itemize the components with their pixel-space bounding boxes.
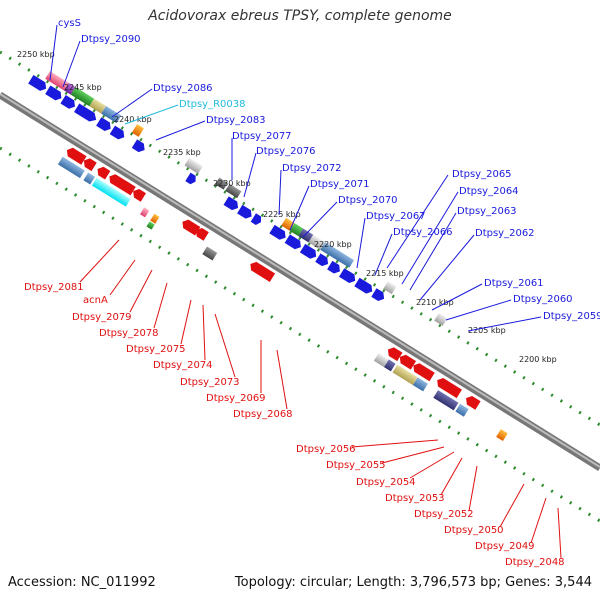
forward-gene-leaders xyxy=(49,24,542,332)
gene-label[interactable]: Dtpsy_2054 xyxy=(356,477,416,488)
map-title: Acidovorax ebreus TPSY, complete genome xyxy=(148,8,452,24)
gene-label[interactable]: Dtpsy_2064 xyxy=(459,186,519,197)
scale-label: 2250 kbp xyxy=(17,50,55,59)
gene-label[interactable]: Dtpsy_2049 xyxy=(475,541,535,552)
gc-track-outer xyxy=(0,50,600,427)
gene-label[interactable]: Dtpsy_2063 xyxy=(457,206,517,217)
gene-label[interactable]: Dtpsy_2074 xyxy=(153,360,213,371)
scale-labels: 2250 kbp 2245 kbp 2240 kbp 2235 kbp 2230… xyxy=(17,50,557,364)
gene-label[interactable]: Dtpsy_2059 xyxy=(543,311,600,322)
scale-label: 2210 kbp xyxy=(416,298,454,307)
gene-label[interactable]: Dtpsy_2078 xyxy=(99,328,159,339)
scale-label: 2230 kbp xyxy=(213,179,251,188)
gene-label[interactable]: Dtpsy_2070 xyxy=(338,195,398,206)
scale-label: 2200 kbp xyxy=(519,355,557,364)
gene-label[interactable]: Dtpsy_2055 xyxy=(326,460,386,471)
gene-label[interactable]: acnA xyxy=(83,295,108,306)
genome-summary-text: Topology: circular; Length: 3,796,573 bp… xyxy=(234,575,592,590)
gene-label[interactable]: Dtpsy_2052 xyxy=(414,509,474,520)
gene-label[interactable]: Dtpsy_2071 xyxy=(310,179,370,190)
scale-label: 2235 kbp xyxy=(163,148,201,157)
gene-label[interactable]: Dtpsy_2069 xyxy=(206,393,266,404)
gene-label[interactable]: Dtpsy_2067 xyxy=(366,211,426,222)
gene-label[interactable]: Dtpsy_2072 xyxy=(282,163,342,174)
gene-label[interactable]: Dtpsy_2065 xyxy=(452,169,512,180)
gene-label[interactable]: Dtpsy_2048 xyxy=(505,557,565,568)
gene-feature xyxy=(57,156,508,442)
gene-label[interactable]: Dtpsy_2062 xyxy=(475,228,535,239)
gene-label[interactable]: Dtpsy_2079 xyxy=(72,312,132,323)
gene-label[interactable]: Dtpsy_2061 xyxy=(484,278,544,289)
gene-label[interactable]: Dtpsy_2068 xyxy=(233,409,293,420)
gc-track-inner xyxy=(0,146,600,523)
gene-label[interactable]: Dtpsy_2077 xyxy=(232,131,292,142)
gene-label[interactable]: Dtpsy_2083 xyxy=(206,115,266,126)
accession-text: Accession: NC_011992 xyxy=(8,575,156,590)
reverse-gene-arrows xyxy=(66,147,481,410)
reverse-gene-labels: Dtpsy_2081 acnA Dtpsy_2079 Dtpsy_2078 Dt… xyxy=(24,282,565,568)
gene-label[interactable]: cysS xyxy=(58,18,81,29)
scale-label: 2240 kbp xyxy=(114,115,152,124)
forward-strand-features xyxy=(28,71,448,326)
scale-label: 2205 kbp xyxy=(468,326,506,335)
forward-gene-labels: cysS Dtpsy_2090 Dtpsy_2086 Dtpsy_R0038 D… xyxy=(58,18,600,322)
reverse-strand-features xyxy=(57,147,508,442)
genome-backbone-highlight xyxy=(0,93,600,468)
gene-label[interactable]: Dtpsy_2073 xyxy=(180,377,240,388)
reverse-gene-leaders xyxy=(79,239,562,559)
scale-label: 2220 kbp xyxy=(314,240,352,249)
gene-label[interactable]: Dtpsy_2090 xyxy=(81,34,141,45)
gene-label[interactable]: Dtpsy_2075 xyxy=(126,344,186,355)
gene-label[interactable]: Dtpsy_2056 xyxy=(296,444,356,455)
gene-label[interactable]: Dtpsy_2050 xyxy=(444,525,504,536)
gene-label[interactable]: Dtpsy_2053 xyxy=(385,493,445,504)
scale-label: 2215 kbp xyxy=(366,269,404,278)
scale-label: 2225 kbp xyxy=(263,210,301,219)
gene-label[interactable]: Dtpsy_2086 xyxy=(153,83,213,94)
gene-label[interactable]: Dtpsy_2060 xyxy=(513,294,573,305)
forward-gene-arrows xyxy=(28,74,385,301)
gene-label[interactable]: Dtpsy_2066 xyxy=(393,227,453,238)
gene-feature xyxy=(45,71,448,326)
rna-label[interactable]: Dtpsy_R0038 xyxy=(179,99,246,110)
gene-label[interactable]: Dtpsy_2076 xyxy=(256,146,316,157)
gene-label[interactable]: Dtpsy_2081 xyxy=(24,282,84,293)
scale-label: 2245 kbp xyxy=(64,83,102,92)
